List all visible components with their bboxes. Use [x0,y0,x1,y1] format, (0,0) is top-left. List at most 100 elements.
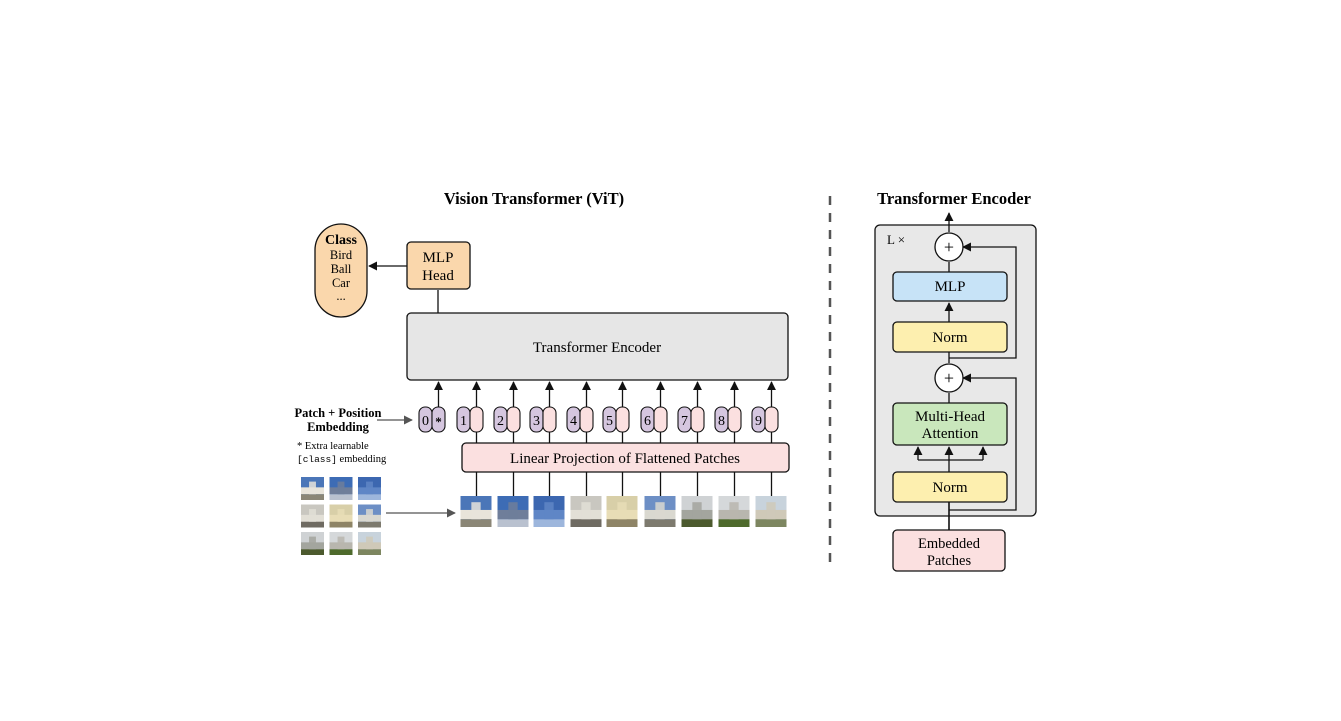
row-patch-8 [718,496,750,527]
row-patch-1 [460,496,492,527]
encoder-title: Transformer Encoder [877,189,1031,208]
token-index-4: 4 [570,414,577,429]
patch-bottom-band [301,521,324,528]
patch-bottom-band [644,519,676,527]
attention-line2: Attention [922,426,979,442]
encoder-repeat-label: L × [887,232,905,247]
class-token-marker: * [435,414,442,429]
row-patch-4 [570,496,602,527]
token-index-5: 5 [606,414,613,429]
mlp-box: MLP [892,271,1008,302]
class-item-car: Car [332,276,351,290]
token-group-4: 4 [566,381,594,443]
patch-bottom-band [570,519,602,527]
patch-detail [366,509,373,522]
residual-connection-1 [949,373,1017,511]
patch-detail [544,502,554,520]
patch-embedding-2 [506,406,521,433]
linear-projection-shape [461,442,790,473]
patch-bottom-band [755,519,787,527]
patch-bottom-band [358,494,381,500]
patch-embedding-8 [727,406,742,433]
row-patch-9 [755,496,787,527]
mlp-head-box: MLP Head [406,241,471,290]
patch-bottom-band [329,494,353,500]
grid-patch-6 [358,504,381,528]
patch-bottom-band [358,549,381,555]
image-patch-grid [301,477,381,555]
transformer-encoder-shape [406,312,789,381]
row-patch-2 [497,496,529,527]
grid-patch-7 [301,532,324,555]
row-patch-6 [644,496,676,527]
patch-bottom-band [329,521,353,528]
token-index-6: 6 [644,414,651,429]
patch-position-label-line1: Patch + Position [295,406,382,420]
class-item-bird: Bird [330,248,353,262]
extra-note-line2: [class] embedding [297,454,387,465]
patch-detail [581,502,591,520]
mlp-shape [892,271,1008,302]
mlp-head-line1: MLP [423,250,454,266]
class-pill-shape [314,223,368,318]
vit-title: Vision Transformer (ViT) [444,189,624,208]
norm-bottom-shape [892,471,1008,503]
token-index-0: 0 [422,414,429,429]
grid-patch-5 [329,504,353,528]
token-group-2: 2 [493,381,521,443]
add-symbol-1: + [944,368,954,388]
patch-embedding-5 [615,406,630,433]
patch-bottom-band [681,519,713,527]
patch-bottom-band [358,521,381,528]
grid-patch-2 [329,477,353,500]
token-group-9: 9 [751,381,779,443]
linear-projection-box: Linear Projection of Flattened Patches [461,442,790,473]
grid-patch-4 [301,504,324,528]
token-group-8: 8 [714,381,742,443]
patch-detail [337,509,345,522]
grid-patch-3 [358,477,381,500]
patch-bottom-band [533,519,565,527]
patch-embedding-6 [653,406,668,433]
row-patch-3 [533,496,565,527]
patch-bottom-band [301,549,324,555]
mlp-label: MLP [935,279,966,295]
patch-bottom-band [718,519,750,527]
norm-bottom-box: Norm [892,471,1008,503]
norm-bottom-label: Norm [933,480,968,496]
residual-connection-2 [949,242,1017,359]
patch-embedding-3 [542,406,557,433]
class-item-more: ... [336,289,345,303]
patch-detail [617,502,627,520]
class-output-box: Class Bird Ball Car ... [314,223,368,318]
grid-patch-8 [329,532,353,555]
embedded-patches-box: Embedded Patches [892,529,1006,572]
token-index-3: 3 [533,414,540,429]
patch-detail [766,502,776,520]
token-index-2: 2 [497,414,504,429]
attention-line1: Multi-Head [915,409,985,425]
class-item-ball: Ball [331,262,352,276]
extra-note-line1: * Extra learnable [297,441,369,452]
patch-embedding-9 [764,406,779,433]
patch-detail [508,502,518,520]
token-group-0: 0* [418,381,446,433]
patch-bottom-band [497,519,529,527]
image-patch-row [460,472,787,527]
grid-patch-1 [301,477,324,500]
patch-detail [655,502,665,520]
patch-position-label-line2: Embedding [307,420,370,434]
patch-detail [366,481,373,495]
attention-shape [892,402,1008,446]
patch-detail [337,481,345,495]
patch-embedding-1 [469,406,484,433]
token-group-6: 6 [640,381,668,443]
class-heading: Class [325,233,357,248]
token-index-9: 9 [755,414,762,429]
add-circle-icon [934,232,964,262]
patch-bottom-band [301,494,324,500]
patch-bottom-band [606,519,638,527]
embedded-patches-line1: Embedded [918,536,981,552]
patch-detail [366,536,373,550]
